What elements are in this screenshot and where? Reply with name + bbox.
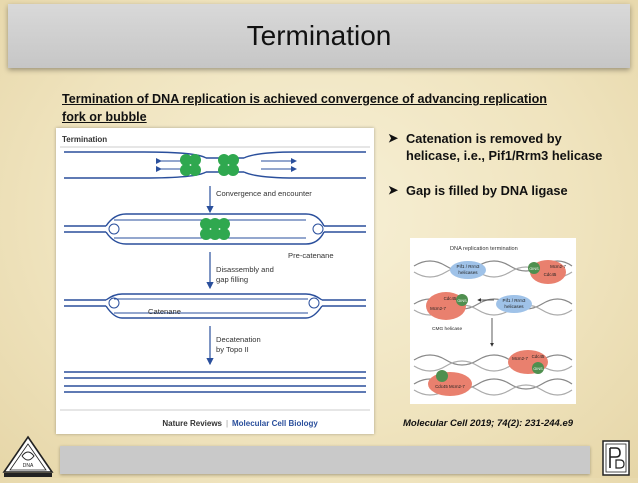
svg-text:Pif1 / Rrm3: Pif1 / Rrm3 [457,264,480,269]
bullet-list: ➤ Catenation is removed by helicase, i.e… [388,130,608,217]
svg-text:Mcm2-7: Mcm2-7 [430,306,446,311]
cmg-complex-bottom-left: Cdc45 Mcm2-7 [428,370,472,396]
credit-journal: Nature Reviews [162,419,222,428]
cmg-diagram: DNA replication termination Pif1 / Rrm3 … [413,246,573,396]
stage-separated-duplexes [64,371,366,393]
svg-text:Cdc45: Cdc45 [544,272,557,277]
triangle-logo-icon: DNA [2,435,54,477]
slide-title: Termination [246,20,392,51]
arrow-bullet-icon: ➤ [388,183,399,197]
label-catenane: Catenane [148,307,181,316]
cmg-complex-bottom-right: GINS Mcm2-7 Cdc45 [508,350,548,374]
svg-text:Cdc45 Mcm2-7: Cdc45 Mcm2-7 [435,384,465,389]
citation: Molecular Cell 2019; 74(2): 231-244.e9 [403,418,574,429]
step-gap-filling: gap filling [216,275,248,284]
bullet-item: ➤ Catenation is removed by helicase, i.e… [388,130,608,164]
pd-logo [602,440,630,476]
svg-text:GINS: GINS [529,267,539,271]
title-bar: Termination [8,4,630,68]
step-disassembly: Disassembly and [216,265,274,274]
pif1-helicase-top: Pif1 / Rrm3 helicases [450,261,486,279]
credit-section: Molecular Cell Biology [232,419,318,428]
svg-text:|: | [226,419,228,428]
pd-monogram-icon [602,440,630,476]
cmg-helicase-pair [200,218,230,240]
stage-converging-forks [64,151,366,179]
footer-bar [60,446,590,474]
cmg-helicase-left [180,154,201,176]
label-pre-catenane: Pre-catenane [288,251,334,260]
svg-text:helicases: helicases [458,270,478,275]
svg-text:DNA: DNA [23,463,34,469]
termination-diagram: Termination Convergence and [60,135,370,428]
svg-text:Cdc45: Cdc45 [444,296,457,301]
fig-heading: Termination [62,135,107,144]
institute-logo: DNA [2,434,54,478]
arrow-bullet-icon: ➤ [388,131,399,145]
replication-termination-figure: DNA replication termination Pif1 / Rrm3 … [410,238,576,404]
bullet-text: Catenation is removed by helicase, i.e.,… [406,131,603,163]
step-decatenation: Decatenation [216,335,261,344]
svg-text:helicases: helicases [504,304,524,309]
slide-subtitle: Termination of DNA replication is achiev… [62,92,547,124]
bullet-text: Gap is filled by DNA ligase [406,183,568,198]
step-topo-ii: by Topo II [216,345,249,354]
cmg-helicase-right [218,154,239,176]
label-cmg-helicase: CMG helicase [432,326,462,332]
svg-text:Pif1 / Rrm3: Pif1 / Rrm3 [503,298,526,303]
svg-text:GINS: GINS [533,367,543,371]
cmg-complex-left: GINS Mcm2-7 Cdc45 [426,292,468,320]
svg-text:Mcm2-7: Mcm2-7 [550,264,566,269]
svg-text:GINS: GINS [457,299,467,303]
bullet-item: ➤ Gap is filled by DNA ligase [388,182,608,199]
svg-text:Mcm2-7: Mcm2-7 [512,356,528,361]
stage-encounter [64,213,366,245]
termination-figure: Termination Convergence and [56,128,374,434]
svg-text:Cdc45: Cdc45 [532,354,545,359]
stage-catenane [64,293,366,319]
pif1-helicase-mid: Pif1 / Rrm3 helicases [496,295,532,313]
right-heading: DNA replication termination [450,246,518,252]
cmg-complex-top-right: GINS Cdc45 Mcm2-7 [528,260,566,284]
step-convergence: Convergence and encounter [216,189,312,198]
